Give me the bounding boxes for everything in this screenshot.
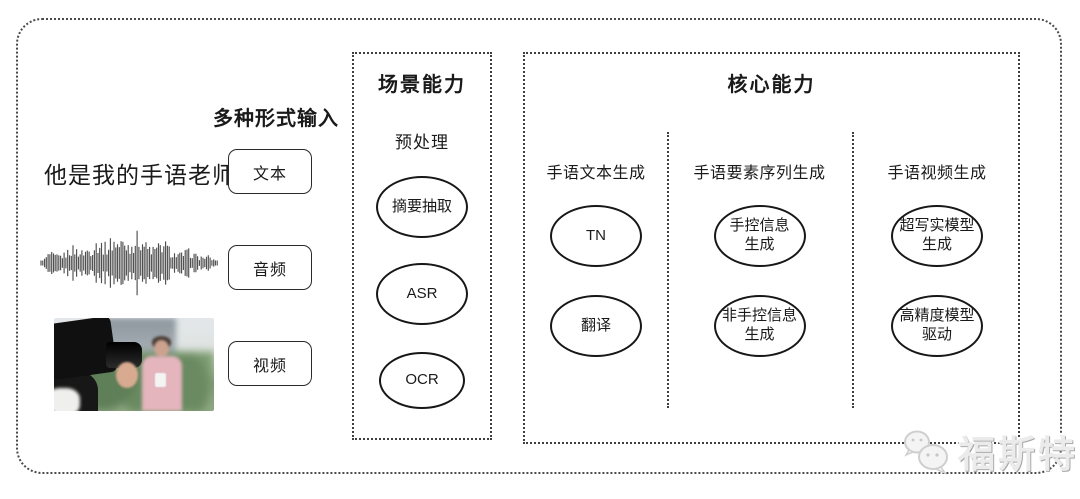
example-sentence-text: 他是我的手语老师 xyxy=(44,162,236,188)
node-manual-info-generation: 手控信息 生成 xyxy=(713,205,806,267)
watermark-text: 福斯特 xyxy=(958,434,1078,475)
scene-capability-box: 场景能力 预处理 摘要抽取 ASR OCR xyxy=(352,52,492,440)
node-non-manual-info-generation: 非手控信息 生成 xyxy=(713,295,806,357)
photo-reporter-head xyxy=(154,340,169,357)
input-box-text-label: 文本 xyxy=(252,165,287,183)
column-sign-element-sequence: 手语要素序列生成 手控信息 生成 非手控信息 生成 xyxy=(667,54,852,442)
core-capability-title: 核心能力 xyxy=(727,74,816,96)
column-header-element-sequence: 手语要素序列生成 xyxy=(693,165,826,182)
input-box-audio: 音频 xyxy=(228,245,312,290)
photo-hand-on-lens xyxy=(116,362,138,388)
column-sign-video-generation: 手语视频生成 超写实模型 生成 高精度模型 驱动 xyxy=(852,54,1022,442)
node-tn: TN xyxy=(550,205,642,267)
node-summary-extraction: 摘要抽取 xyxy=(376,176,468,238)
input-box-video-label: 视频 xyxy=(252,357,287,375)
watermark: 福斯特 xyxy=(900,424,1078,478)
core-capability-box: 核心能力 手语文本生成 TN 翻译 手语要素序列生成 手控信息 生成 非手控信息… xyxy=(523,52,1020,444)
input-section-heading: 多种形式输入 xyxy=(213,108,339,130)
preprocess-label: 预处理 xyxy=(395,133,449,152)
column-header-sign-text: 手语文本生成 xyxy=(546,165,646,182)
column-divider xyxy=(667,132,669,408)
node-hyperrealistic-model-generation: 超写实模型 生成 xyxy=(891,205,983,267)
node-high-precision-model-driving: 高精度模型 驱动 xyxy=(891,295,983,357)
node-asr: ASR xyxy=(376,263,468,325)
photo-microphone xyxy=(155,373,166,387)
input-box-video: 视频 xyxy=(228,341,312,386)
input-box-text: 文本 xyxy=(228,149,312,194)
column-sign-text-generation: 手语文本生成 TN 翻译 xyxy=(525,54,667,442)
diagram-outer-border xyxy=(16,18,1062,474)
column-header-sign-video: 手语视频生成 xyxy=(887,165,987,182)
audio-waveform-icon xyxy=(40,230,218,296)
reporter-filming-photo xyxy=(54,318,214,411)
node-translation: 翻译 xyxy=(550,295,642,357)
chat-bubbles-logo-icon xyxy=(904,430,948,475)
photo-cameraman-shirt xyxy=(54,388,80,411)
column-divider xyxy=(852,132,854,408)
input-box-audio-label: 音频 xyxy=(252,261,287,279)
scene-capability-title: 场景能力 xyxy=(378,74,466,96)
node-ocr: OCR xyxy=(379,352,465,409)
